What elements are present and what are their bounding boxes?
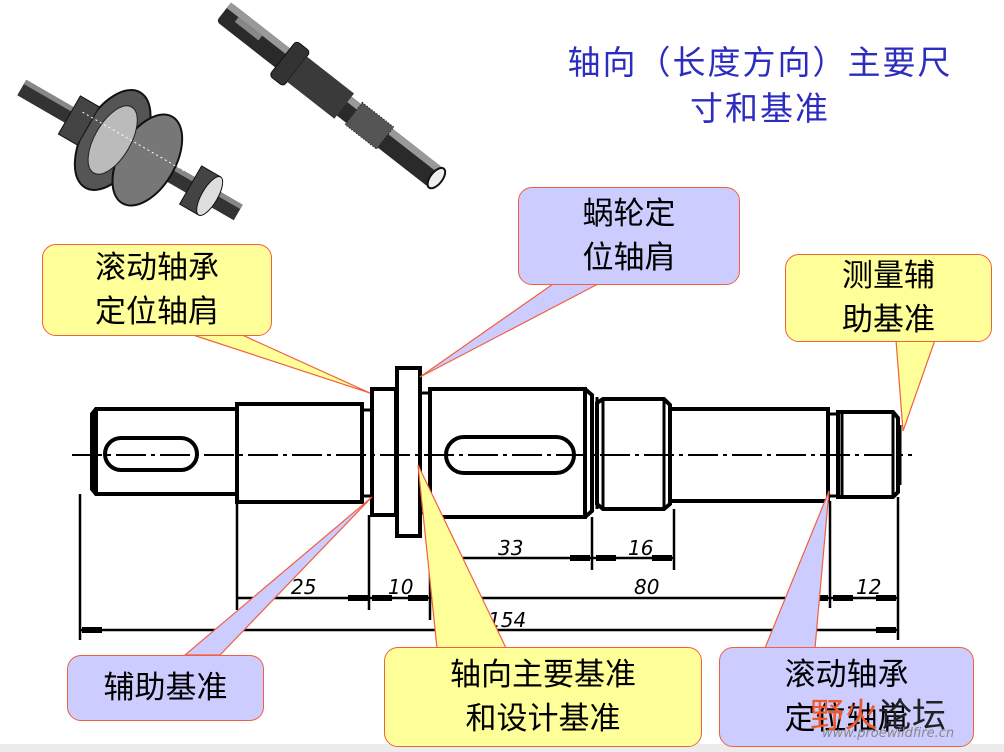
callout-text-line2: 助基准	[842, 302, 935, 338]
callout-text-line1: 辅助基准	[103, 670, 228, 706]
shaft-perspective-illustration	[217, 2, 447, 190]
pointer-bearing-shoulder-right	[764, 490, 830, 649]
pointer-aux-datum	[183, 496, 373, 656]
pointer-bearing-shoulder-left	[189, 333, 371, 394]
bottom-bar	[0, 744, 1004, 752]
slide-title-line1: 轴向（长度方向）主要尺	[567, 43, 953, 82]
callout-text-line1: 滚动轴承	[95, 250, 219, 286]
slide-title: 轴向（长度方向）主要尺 寸和基准	[530, 40, 990, 132]
callout-text-line2: 定位轴肩	[784, 701, 909, 737]
watermark-brand: 野火论坛	[810, 688, 946, 737]
dim-label-80: 80	[634, 575, 659, 599]
dim-label-10: 10	[388, 575, 413, 599]
callout-text-line1: 测量辅	[842, 258, 935, 294]
pointer-worm-wheel-shoulder	[419, 283, 599, 378]
gear-shaft-assembly-illustration	[17, 79, 243, 221]
watermark: 野火论坛 www.proewildfire.cn	[810, 688, 954, 741]
callout-text-line2: 位轴肩	[582, 240, 676, 276]
callout-text-line1: 蜗轮定	[582, 196, 676, 232]
watermark-brand-red: 野火	[810, 696, 878, 736]
slide-title-line2: 寸和基准	[690, 89, 830, 128]
callout-text-line1: 轴向主要基准	[450, 657, 636, 693]
callout-text-line2: 和设计基准	[465, 701, 621, 737]
callout-aux-datum: 辅助基准	[67, 655, 264, 721]
callout-text-line2: 定位轴肩	[95, 294, 219, 330]
callout-text-line1: 滚动轴承	[784, 657, 909, 693]
watermark-url: www.proewildfire.cn	[822, 726, 955, 741]
shaft-outline	[90, 366, 902, 538]
dim-label-25: 25	[291, 575, 316, 599]
callout-bearing-shoulder-right: 滚动轴承 定位轴肩	[719, 647, 974, 747]
callout-bearing-shoulder-left: 滚动轴承 定位轴肩	[42, 244, 272, 336]
pointer-measure-aux-datum	[895, 339, 936, 432]
watermark-brand-black: 论坛	[878, 696, 946, 736]
dim-label-12: 12	[856, 575, 881, 599]
dim-label-33: 33	[498, 536, 523, 560]
callout-measure-aux-datum: 测量辅 助基准	[785, 254, 992, 342]
callout-worm-wheel-shoulder: 蜗轮定 位轴肩	[518, 187, 740, 285]
pointer-main-design-datum	[417, 464, 507, 649]
callout-main-design-datum: 轴向主要基准 和设计基准	[384, 647, 702, 747]
dim-label-16: 16	[628, 536, 653, 560]
dimension-arrows	[82, 555, 896, 633]
